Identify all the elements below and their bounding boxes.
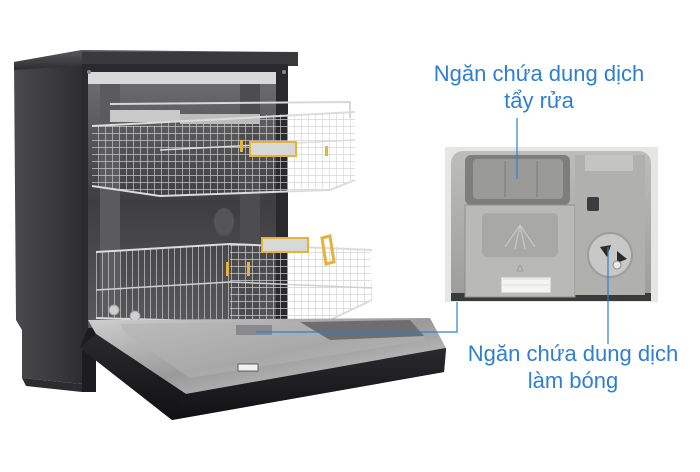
callout-rinse-aid-line2: làm bóng xyxy=(527,368,619,393)
callout-line-door xyxy=(256,302,458,333)
callout-detergent-line1: Ngăn chứa dung dịch xyxy=(433,61,645,86)
rinse-aid-cap xyxy=(587,232,633,278)
callout-detergent-label: Ngăn chứa dung dịch tẩy rửa xyxy=(388,60,690,114)
dispenser-closeup xyxy=(445,147,658,302)
dishwasher-door xyxy=(80,318,446,420)
brand-label xyxy=(237,363,259,372)
dispenser-closeup-inset xyxy=(445,147,658,302)
upper-rack xyxy=(91,100,356,198)
callout-rinse-aid-label: Ngăn chứa dung dịch làm bóng xyxy=(448,340,698,394)
callout-rinse-aid-line1: Ngăn chứa dung dịch xyxy=(467,341,679,366)
callout-detergent-line2: tẩy rửa xyxy=(504,88,574,113)
